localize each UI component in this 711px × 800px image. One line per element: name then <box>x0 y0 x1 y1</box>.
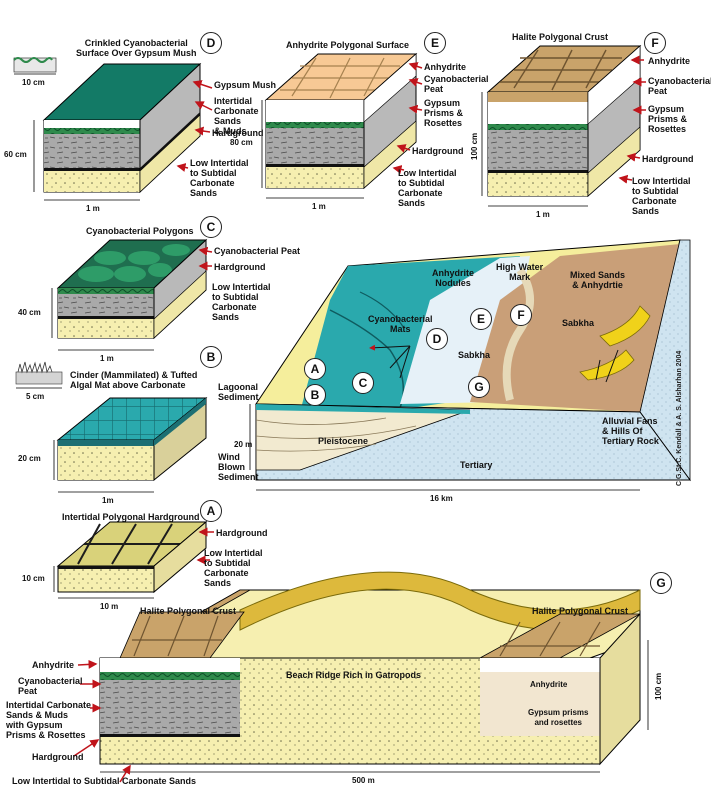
panel-G-title-right: Halite Polygonal Crust <box>532 606 629 616</box>
label-main-width: 16 km <box>430 494 453 503</box>
panel-F-width: 1 m <box>536 210 550 219</box>
panel-E-depth: 80 cm <box>230 138 253 147</box>
panel-F-title: Halite Polygonal Crust <box>512 32 609 42</box>
panel-C-width: 1 m <box>100 354 114 363</box>
panel-G-depth: 100 cm <box>654 672 663 700</box>
panel-D-label-1: Gypsum Mush <box>214 80 277 90</box>
map-badge-C: C <box>352 372 374 394</box>
block-A <box>53 520 214 599</box>
panel-G-gypsum-right: Gypsum prisms and rosettes <box>528 708 589 727</box>
panel-G-label-2: Cyanobacterial Peat <box>18 676 83 696</box>
badge-C: C <box>200 216 222 238</box>
block-E <box>261 52 423 199</box>
label-cyanobacterial-mats: Cyanobacterial Mats <box>368 314 433 334</box>
badge-A: A <box>200 500 222 522</box>
panel-F-label-5: Low Intertidal to Subtidal Carbonate San… <box>632 176 691 216</box>
panel-C-label-1: Cyanobacterial Peat <box>214 246 301 256</box>
panel-E-label-5: Low Intertidal to Subtidal Carbonate San… <box>398 168 457 208</box>
panel-D-depth: 60 cm <box>4 150 27 159</box>
badge-G: G <box>650 572 672 594</box>
panel-B-width: 1m <box>102 496 114 505</box>
panel-A-title: Intertidal Polygonal Hardground <box>62 512 200 522</box>
panel-D-width: 1 m <box>86 204 100 213</box>
block-G <box>73 571 649 783</box>
panel-E-title: Anhydrite Polygonal Surface <box>286 40 410 50</box>
block-F <box>481 44 646 207</box>
panel-E-label-4: Hardground <box>412 146 464 156</box>
panel-E-label-3: Gypsum Prisms & Rosettes <box>424 98 464 128</box>
credit-text: C.G.St.C. Kendall & A. S. Alsharhan 2004 <box>676 350 683 486</box>
map-badge-B: B <box>304 384 326 406</box>
panel-D-label-2: Intertidal Carbonate Sands & Muds <box>214 96 259 136</box>
map-badge-F: F <box>510 304 532 326</box>
panel-A-depth: 10 cm <box>22 574 45 583</box>
panel-G-anhydrite-right: Anhydrite <box>530 680 568 689</box>
panel-C-label-2: Hardground <box>214 262 266 272</box>
panel-B-title: Cinder (Mammilated) & Tufted Algal Mat a… <box>70 370 198 390</box>
label-sabkha-1: Sabkha <box>562 318 595 328</box>
panel-E-label-1: Anhydrite <box>424 62 467 72</box>
label-sabkha-2: Sabkha <box>458 350 491 360</box>
label-high-water-mark: High Water Mark <box>496 262 544 282</box>
panel-G-label-3: Intertidal Carbonate Sands & Muds with G… <box>6 700 92 740</box>
panel-D-inset-scale: 10 cm <box>22 78 45 87</box>
panel-B-depth: 20 cm <box>18 454 41 463</box>
panel-A-width: 10 m <box>100 602 119 611</box>
main-landscape-block <box>249 239 691 491</box>
label-tertiary: Tertiary <box>460 460 493 470</box>
badge-D: D <box>200 32 222 54</box>
label-mixed-sands: Mixed Sands & Anhydrtie <box>570 270 626 290</box>
badge-B: B <box>200 346 222 368</box>
panel-D-label-4: Low Intertidal to Subtidal Carbonate San… <box>190 158 249 198</box>
badge-F: F <box>644 32 666 54</box>
panel-G-label-4: Hardground <box>32 752 84 762</box>
panel-F-label-1: Anhydrite <box>648 56 691 66</box>
block-C <box>51 238 213 351</box>
panel-F-depth: 100 cm <box>470 132 479 160</box>
block-B <box>15 361 208 493</box>
panel-G-label-1: Anhydrite <box>32 660 75 670</box>
panel-E-width: 1 m <box>312 202 326 211</box>
badge-E: E <box>424 32 446 54</box>
map-badge-G: G <box>468 376 490 398</box>
map-badge-E: E <box>470 308 492 330</box>
map-badge-D: D <box>426 328 448 350</box>
label-wind-blown: Wind Blown Sediment <box>218 452 259 482</box>
panel-E-label-2: Cyanobacterial Peat <box>424 74 489 94</box>
panel-G-beach: Beach Ridge Rich in Gatropods <box>286 670 422 680</box>
panel-G-title-left: Halite Polygonal Crust <box>140 606 237 616</box>
panel-B-inset-scale: 5 cm <box>26 392 45 401</box>
map-badge-A: A <box>304 358 326 380</box>
label-pleistocene: Pleistocene <box>318 436 369 446</box>
panel-G-label-5: Low Intertidal to Subtidal Carbonate San… <box>12 776 197 786</box>
panel-C-title: Cyanobacterial Polygons <box>86 226 194 236</box>
panel-D-label-3: Hardground <box>212 128 264 138</box>
label-alluvial: Alluvial Fans & Hills Of Tertiary Rock <box>602 416 659 446</box>
block-D <box>13 57 213 201</box>
panel-A-label-1: Hardground <box>216 528 268 538</box>
label-lagoonal: Lagoonal Sediment <box>218 382 259 402</box>
panel-C-depth: 40 cm <box>18 308 41 317</box>
panel-F-label-2: Cyanobacterial Peat <box>648 76 711 96</box>
panel-C-label-3: Low Intertidal to Subtidal Carbonate San… <box>212 282 271 322</box>
panel-D-title: Crinkled Cyanobacterial Surface Over Gyp… <box>76 38 197 58</box>
label-anhydrite-nodules: Anhydrite Nodules <box>432 268 475 288</box>
panel-F-label-4: Hardground <box>642 154 694 164</box>
label-main-depth: 20 m <box>234 440 253 449</box>
panel-G-width: 500 m <box>352 776 375 785</box>
panel-A-label-2: Low Intertidal to Subtidal Carbonate San… <box>204 548 263 588</box>
panel-F-label-3: Gypsum Prisms & Rosettes <box>648 104 688 134</box>
